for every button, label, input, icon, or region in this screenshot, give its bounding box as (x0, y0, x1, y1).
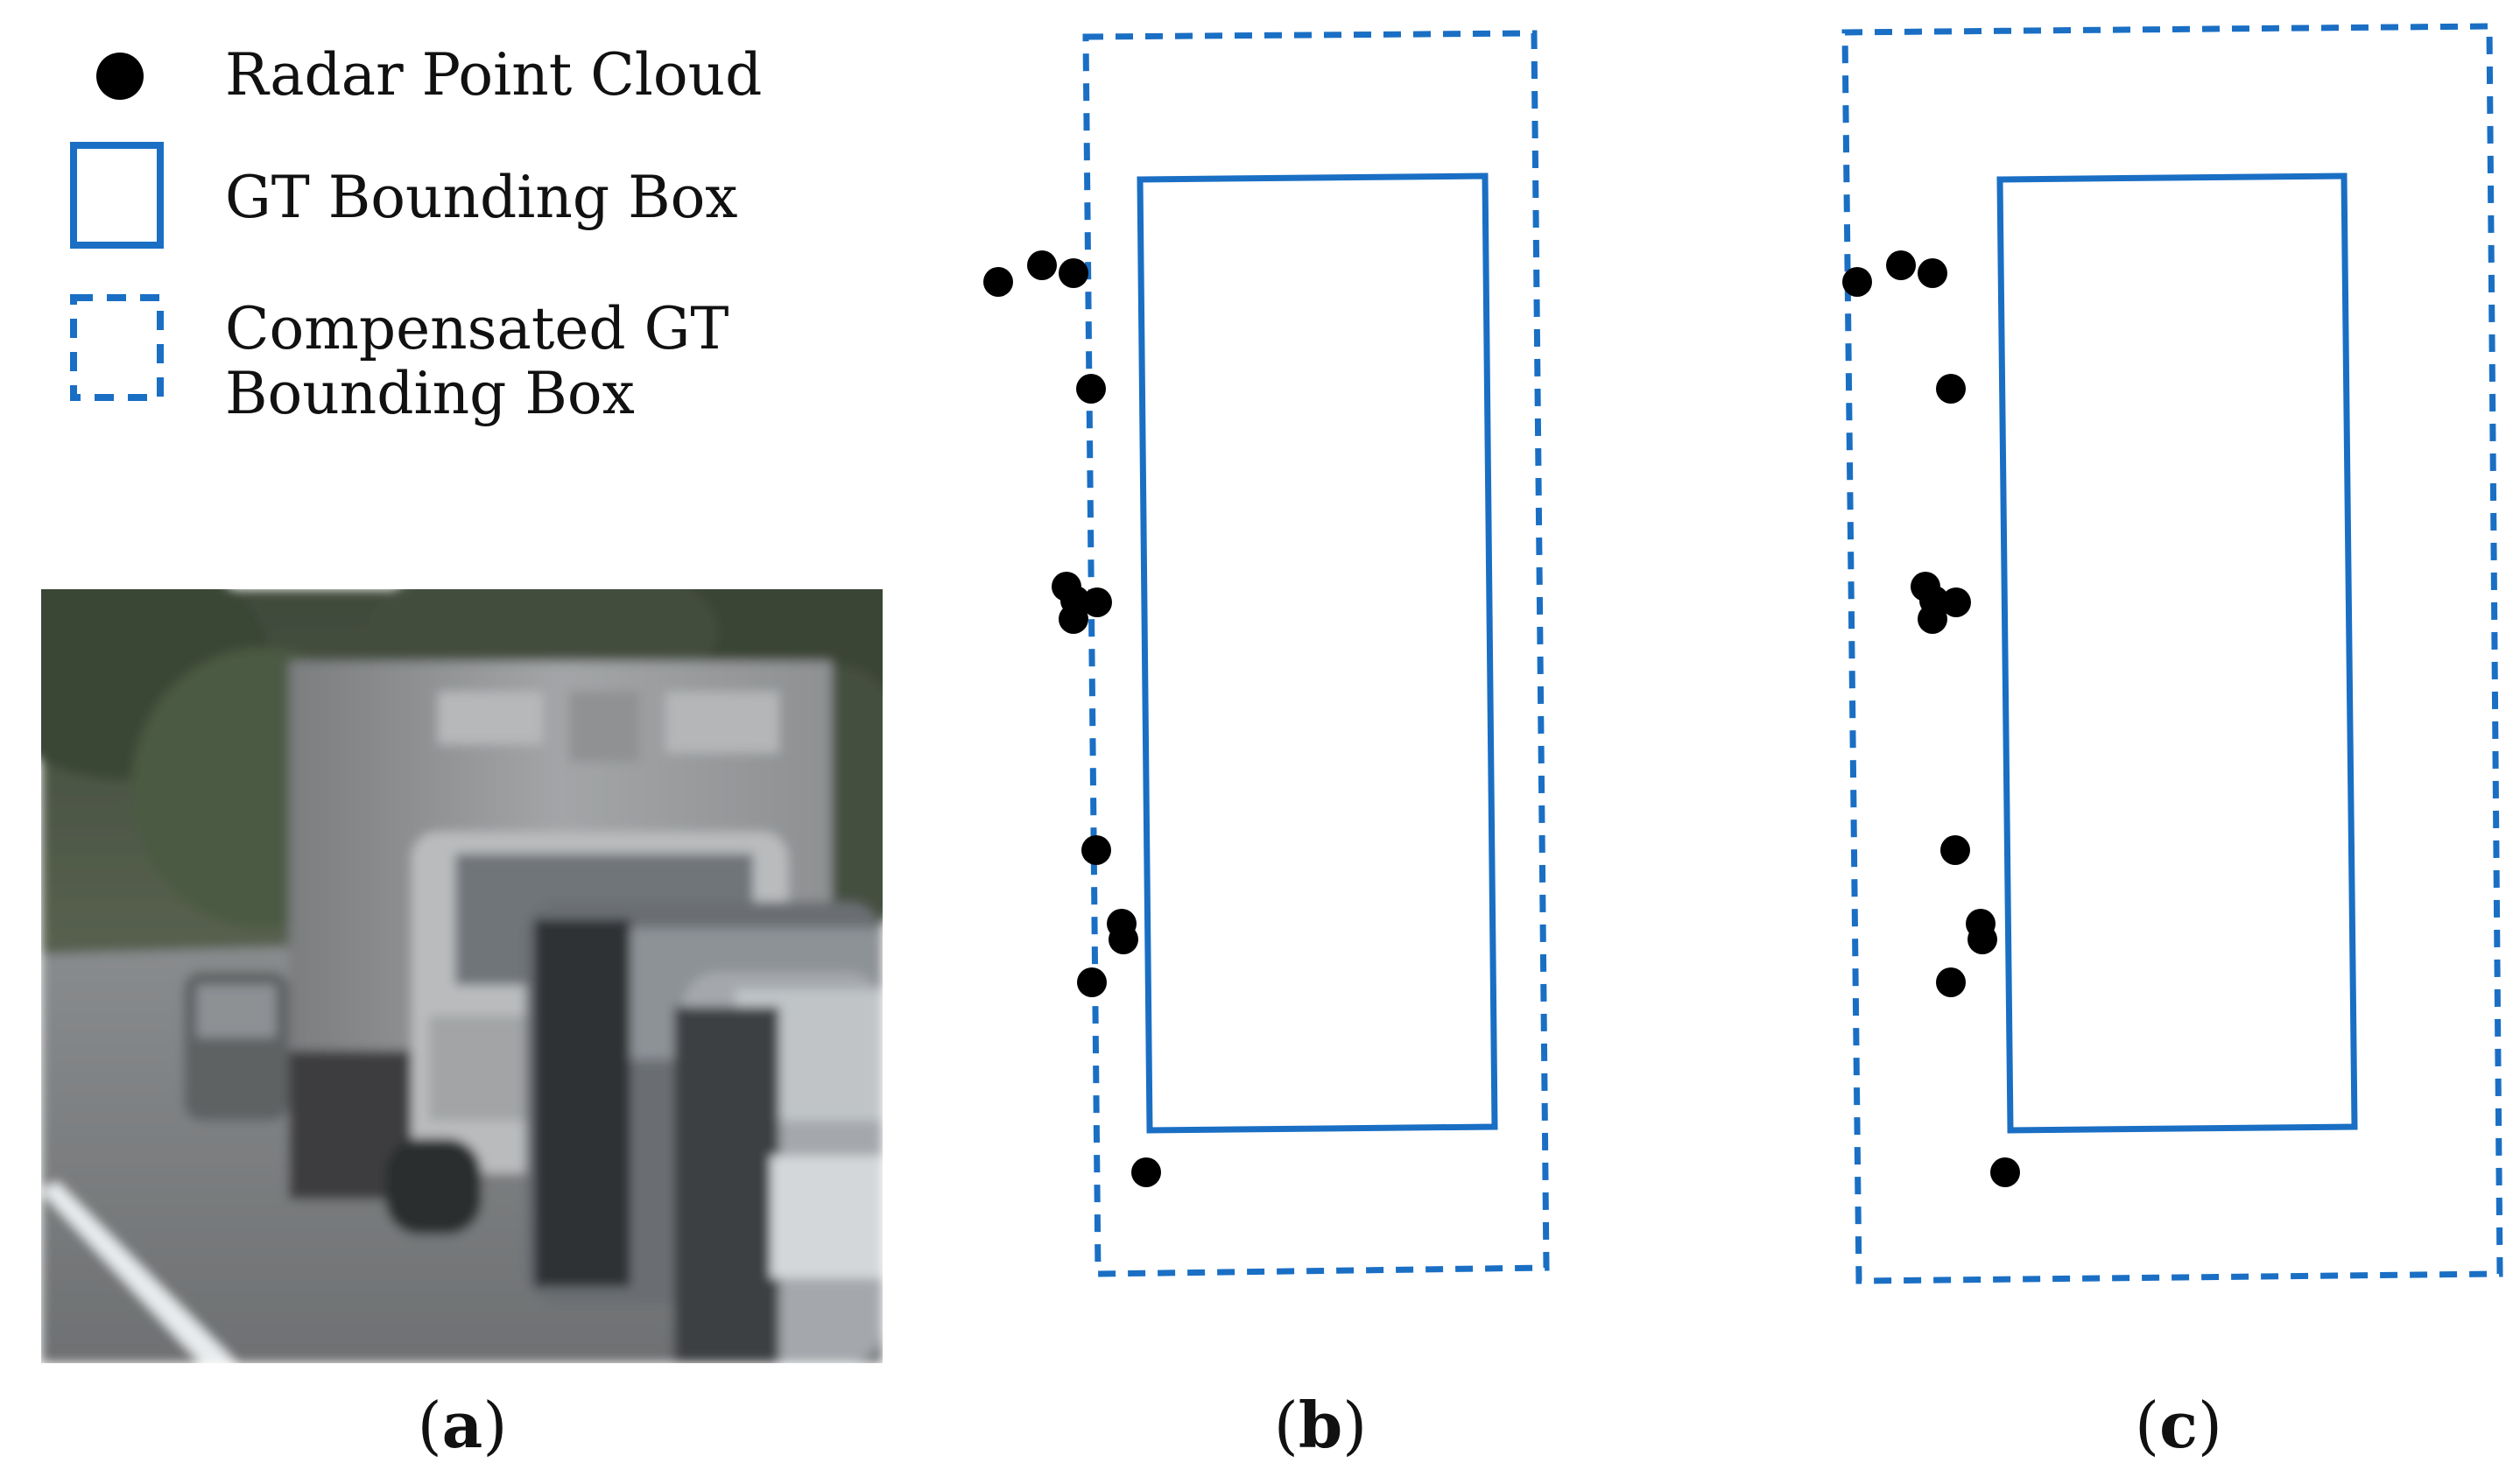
radar-point (1967, 925, 1997, 954)
radar-point (1886, 250, 1916, 280)
legend-compensated-label-line1: Compensated GT (225, 295, 729, 362)
panel-b-gt-box (1137, 172, 1498, 1134)
panel-c-gt-box (1996, 172, 2358, 1134)
radar-point (1941, 587, 1971, 617)
radar-point (983, 267, 1013, 297)
radar-point (1936, 967, 1966, 997)
caption-c: (c) (2135, 1388, 2222, 1462)
panel-b-compensated-gt-box (1082, 30, 1550, 1277)
legend-gt-label: GT Bounding Box (225, 164, 738, 231)
legend-compensated-box-icon (70, 294, 164, 401)
legend-radar-label: Radar Point Cloud (225, 41, 762, 109)
panel-c (1841, 23, 2503, 1284)
radar-point (1936, 374, 1966, 404)
panel-c-compensated-gt-box (1841, 23, 2503, 1284)
legend: Radar Point Cloud GT Bounding Box Compen… (70, 41, 762, 427)
radar-point (1059, 604, 1088, 634)
radar-point (1990, 1157, 2020, 1187)
legend-gt-box-icon (70, 142, 164, 249)
radar-point (1918, 258, 1947, 288)
panel-b (983, 30, 1550, 1277)
radar-point (1077, 967, 1107, 997)
legend-radar-point-icon (96, 53, 144, 100)
radar-point (1918, 604, 1947, 634)
radar-point (1059, 258, 1088, 288)
camera-photo (41, 589, 883, 1363)
panel-c-radar-points (1842, 250, 2020, 1187)
radar-point (1081, 835, 1111, 865)
radar-point (1940, 835, 1970, 865)
caption-a: (a) (418, 1388, 508, 1462)
radar-point (1027, 250, 1057, 280)
radar-point (1076, 374, 1106, 404)
legend-compensated-label-line2: Bounding Box (225, 360, 635, 427)
caption-b: (b) (1274, 1388, 1368, 1462)
radar-point (1082, 587, 1112, 617)
radar-point (1842, 267, 1872, 297)
panel-b-radar-points (983, 250, 1161, 1187)
radar-point (1109, 925, 1138, 954)
radar-point (1131, 1157, 1161, 1187)
